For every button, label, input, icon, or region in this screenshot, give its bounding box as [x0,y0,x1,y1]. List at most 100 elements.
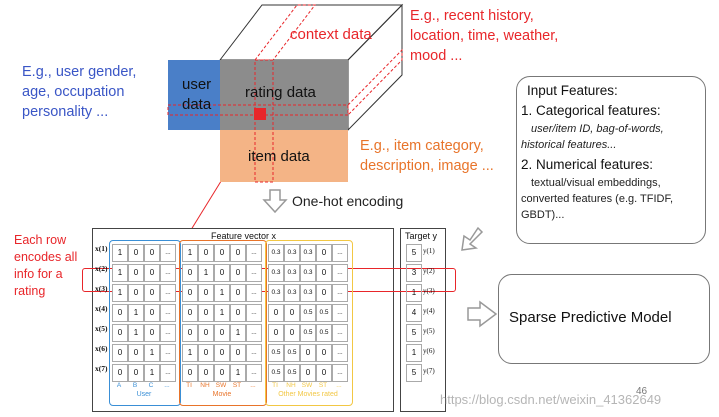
matrix-cell: 1 [144,344,160,362]
target-label: y(2) [423,267,435,275]
matrix-cell: 0.5 [300,324,316,342]
column-label: ... [336,382,342,389]
target-title: Target y [405,231,438,241]
features-arrow [461,226,484,251]
cat-body-2: historical features... [521,139,617,151]
num-body-1: textual/visual embeddings, [531,177,661,189]
column-label: TI [272,382,278,389]
column-label: SW [215,382,227,389]
context-label: context data [290,26,372,43]
matrix-cell: 0 [284,304,300,322]
matrix-cell: 0 [230,244,246,262]
each-row-note: Each row encodes all info for a rating [14,232,77,300]
matrix-cell: 0.5 [316,324,332,342]
feature-vector-title: Feature vector x [211,231,277,241]
item-eg-line: description, image ... [360,158,494,174]
matrix-cell: ... [246,364,262,382]
matrix-cell: 0.5 [284,364,300,382]
context-example: E.g., recent history, location, time, we… [410,6,558,66]
target-label: y(3) [423,287,435,295]
matrix-cell: 0 [128,344,144,362]
matrix-cell: ... [332,304,348,322]
matrix-cell: 1 [182,344,198,362]
matrix-cell: 0.3 [300,264,316,282]
matrix-cell: 1 [230,324,246,342]
group-box [109,240,181,406]
item-data-block [220,130,348,182]
column-label: ... [164,382,170,389]
matrix-cell: 0 [268,304,284,322]
context-eg-line: location, time, weather, [410,28,559,44]
column-label: SW [301,382,313,389]
column-label: ... [250,382,256,389]
matrix-cell: 1 [144,364,160,382]
matrix-cell: 0.5 [268,344,284,362]
matrix-cell: 0 [128,284,144,302]
target-cell: 4 [406,304,422,322]
matrix-cell: 0 [316,284,332,302]
cat-body-1: user/item ID, bag-of-words, [531,123,664,135]
matrix-cell: ... [332,364,348,382]
matrix-cell: 0.5 [284,344,300,362]
group-label: User [136,391,152,398]
page-number: 46 [636,386,648,397]
column-label: TI [186,382,192,389]
user-label-2: data [182,96,212,113]
context-eg-line: mood ... [410,48,463,64]
matrix-cell: 0 [214,364,230,382]
matrix-cell: ... [160,364,176,382]
matrix-cell: 0 [144,244,160,262]
matrix-cell: ... [160,244,176,262]
matrix-cell: 0 [182,364,198,382]
column-label: C [148,382,154,389]
group-box [179,240,267,406]
matrix-cell: 0 [144,304,160,322]
matrix-cell: 0 [230,344,246,362]
matrix-cell: 0 [182,324,198,342]
user-data-block [168,60,220,130]
matrix-cell: 0 [300,364,316,382]
matrix-cell: ... [246,244,262,262]
group-label: Other Movies rated [278,391,338,398]
model-arrow [467,300,498,328]
input-features-panel: Input Features: 1. Categorical features:… [516,76,706,244]
num-heading: 2. Numerical features: [521,157,654,172]
matrix-cell: ... [246,324,262,342]
matrix-cell: 0 [144,324,160,342]
row-label: x(1) [95,244,108,253]
model-box: Sparse Predictive Model [498,274,710,364]
num-body-2: converted features (e.g. TFIDF, [521,193,674,205]
matrix-cell: 0 [214,324,230,342]
matrix-cell: 1 [214,304,230,322]
matrix-cell: 0 [316,344,332,362]
matrix-cell: 0.3 [284,284,300,302]
target-label: y(7) [423,367,435,375]
user-label-1: user [182,76,212,93]
item-example: E.g., item category, description, image … [360,136,494,176]
matrix-cell: 0 [182,264,198,282]
matrix-cell: 0 [198,304,214,322]
matrix-cell: 0 [128,244,144,262]
group-box [265,240,353,406]
matrix-cell: 0.5 [316,304,332,322]
matrix-cell: 1 [128,304,144,322]
matrix-cell: 0.3 [284,244,300,262]
matrix-cell: 1 [112,244,128,262]
each-row-line: Each row [14,233,67,247]
row-label: x(7) [95,364,108,373]
target-cell: 3 [406,264,422,282]
matrix-cell: 0 [316,264,332,282]
row-label: x(4) [95,304,108,313]
matrix-cell: 0 [112,324,128,342]
matrix-cell: ... [160,344,176,362]
each-row-line: rating [14,284,46,298]
input-features-title: Input Features: [527,83,618,98]
matrix-cell: ... [332,264,348,282]
matrix-cell: 0 [198,344,214,362]
matrix-cell: 0 [144,264,160,282]
matrix-cell: 0 [230,304,246,322]
matrix-cell: ... [246,264,262,282]
each-row-line: encodes all [14,250,78,264]
column-label: NH [286,382,296,389]
